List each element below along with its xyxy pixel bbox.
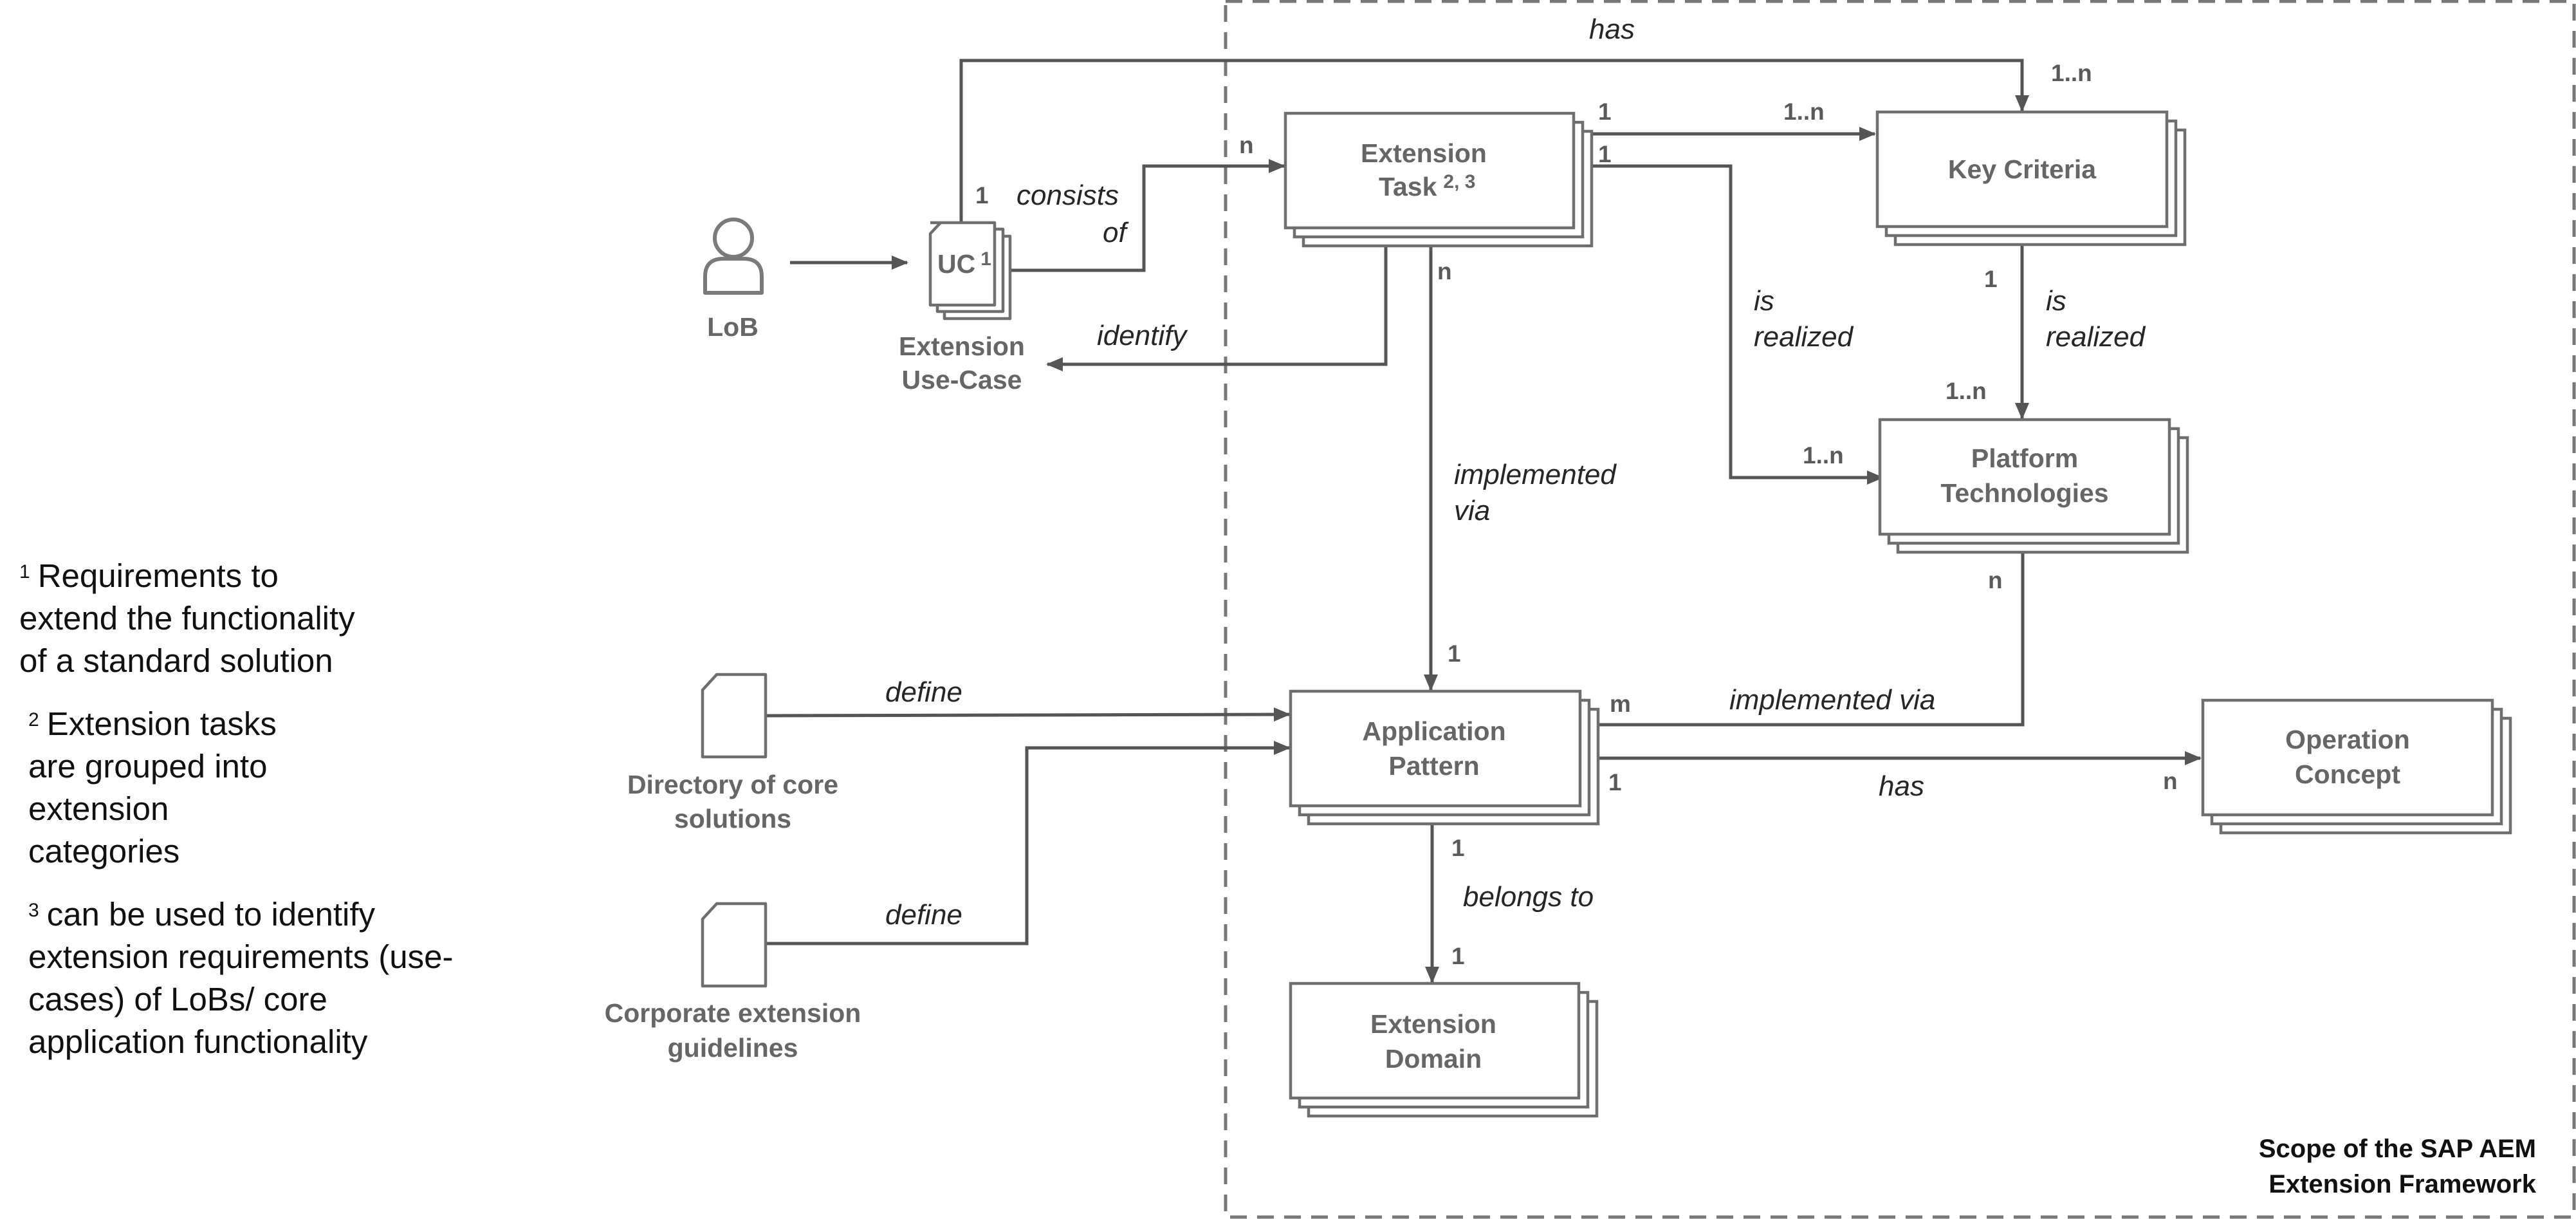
usecase-badge: UC <box>937 249 975 279</box>
svg-text:UC1: UC1 <box>937 248 991 279</box>
extension-task-line2: Task <box>1379 172 1437 201</box>
footnote-1-line3: of a standard solution <box>19 642 333 679</box>
edge-directory-define-pattern <box>766 707 1291 722</box>
mult-criteria-has: 1..n <box>2051 60 2092 86</box>
platform-technologies-line1: Platform <box>1971 443 2078 473</box>
relation-consists-of-line2: of <box>1103 217 1129 248</box>
footnote-1-sup: 1 <box>19 561 30 582</box>
document-icon <box>701 902 768 988</box>
relation-define-guidelines: define <box>885 899 962 931</box>
footnote-2-line4: categories <box>28 833 179 870</box>
operation-concept-line2: Concept <box>2295 759 2400 789</box>
extension-task-line1: Extension <box>1361 138 1487 168</box>
edge-pattern-implemented-via-platform <box>1578 532 2030 727</box>
entity-extension-task: Extension Task 2, 3 <box>1283 111 1594 248</box>
mult-task-to-platform-src: 1 <box>1598 141 1612 167</box>
mult-task-to-platform-dst: 1..n <box>1803 442 1844 469</box>
mult-criteria-realized-src: 1 <box>1984 266 1998 292</box>
platform-technologies-line2: Technologies <box>1940 478 2108 508</box>
mult-operation-dst: n <box>2163 768 2178 794</box>
extension-domain-line2: Domain <box>1385 1044 1482 1074</box>
mult-domain-dst: 1 <box>1451 943 1465 969</box>
entity-platform-technologies: Platform Technologies <box>1878 418 2189 554</box>
mult-platform-realized-dst: 1..n <box>1946 378 1987 404</box>
document-stack-icon <box>928 221 1012 321</box>
footnote-1-line1: Requirements to <box>38 557 279 594</box>
guidelines-label-line2: guidelines <box>668 1033 798 1063</box>
footnote-3: 3 can be used to identify extension requi… <box>28 896 454 1060</box>
mult-pattern-to-platform-src: m <box>1610 691 1631 717</box>
mult-pattern-to-operation-src: 1 <box>1608 769 1622 796</box>
edge-usecase-has-keycriteria <box>959 59 2029 222</box>
footnote-1: 1 Requirements to extend the functionalit… <box>19 557 355 679</box>
relation-implemented-via-pattern: implemented via <box>1729 684 1935 716</box>
guidelines-label-line1: Corporate extension <box>605 998 861 1028</box>
edge-guidelines-define-pattern <box>767 741 1291 945</box>
footnote-3-line2: extension requirements (use- <box>28 938 454 975</box>
entity-application-pattern: Application Pattern <box>1289 689 1600 826</box>
scope-title-line1: Scope of the SAP AEM <box>2259 1135 2536 1163</box>
document-icon <box>701 673 768 759</box>
usecase-badge-sup: 1 <box>980 248 991 270</box>
mult-task-to-criteria-dst: 1..n <box>1783 98 1825 125</box>
edge-task-identify-usecase <box>1046 227 1388 371</box>
relation-identify: identify <box>1097 320 1188 351</box>
directory-label-line1: Directory of core <box>627 770 838 799</box>
footnote-1-line2: extend the functionality <box>19 600 355 637</box>
relation-has-operation: has <box>1879 770 1924 802</box>
usecase-label-line2: Use-Case <box>902 365 1022 395</box>
footnote-3-line1: can be used to identify <box>47 896 376 933</box>
extension-task-sup: 2, 3 <box>1443 171 1475 192</box>
relation-define-directory: define <box>885 676 962 708</box>
directory-label-line2: solutions <box>674 804 791 833</box>
application-pattern-line2: Pattern <box>1388 751 1479 781</box>
footnote-2: 2 Extension tasks are grouped into extens… <box>28 705 277 870</box>
footnote-3-line3: cases) of LoBs/ core <box>28 981 327 1018</box>
actor-label: LoB <box>707 312 759 342</box>
scope-title-line2: Extension Framework <box>2268 1170 2536 1198</box>
relation-is-realized-criteria-line2: realized <box>2046 321 2146 353</box>
footnote-2-sup: 2 <box>28 709 39 730</box>
extension-domain-line1: Extension <box>1370 1009 1496 1039</box>
person-icon <box>703 218 764 295</box>
scope-frame <box>1224 0 2576 1219</box>
mult-task-consists: n <box>1239 132 1254 158</box>
footnote-2-line3: extension <box>28 790 169 827</box>
relation-has-top: has <box>1589 14 1635 45</box>
edge-usecase-consists-of-task <box>995 159 1285 272</box>
mult-platform-from-pattern: n <box>1988 567 2003 593</box>
mult-pattern-impl-dst: 1 <box>1448 640 1461 667</box>
relation-is-realized-task-line1: is <box>1754 285 1774 317</box>
relation-implemented-via-line1: implemented <box>1454 459 1617 490</box>
relation-is-realized-task-line2: realized <box>1754 321 1854 353</box>
footnote-3-line4: application functionality <box>28 1023 368 1060</box>
application-pattern-line1: Application <box>1362 716 1505 746</box>
mult-pattern-domain-src: 1 <box>1451 835 1465 861</box>
usecase-label-line1: Extension <box>899 331 1025 361</box>
edge-task-realized-platform <box>1576 164 1884 485</box>
entity-key-criteria: Key Criteria <box>1875 110 2187 247</box>
relation-implemented-via-line2: via <box>1454 495 1490 526</box>
operation-concept-line1: Operation <box>2285 725 2410 754</box>
relation-consists-of-line1: consists <box>1017 180 1119 211</box>
mult-task-impl-src: n <box>1437 258 1452 284</box>
footnote-2-line1: Extension tasks <box>47 705 277 742</box>
mult-uc-has: 1 <box>975 182 989 209</box>
mult-task-to-criteria-src: 1 <box>1598 98 1612 125</box>
relation-is-realized-criteria-line1: is <box>2046 285 2066 317</box>
entity-extension-domain: Extension Domain <box>1289 982 1599 1118</box>
footnote-3-sup: 3 <box>28 900 39 921</box>
key-criteria-line1: Key Criteria <box>1948 154 2097 184</box>
entity-operation-concept: Operation Concept <box>2201 698 2512 835</box>
relation-belongs-to: belongs to <box>1463 881 1594 913</box>
footnote-2-line2: are grouped into <box>28 748 267 785</box>
